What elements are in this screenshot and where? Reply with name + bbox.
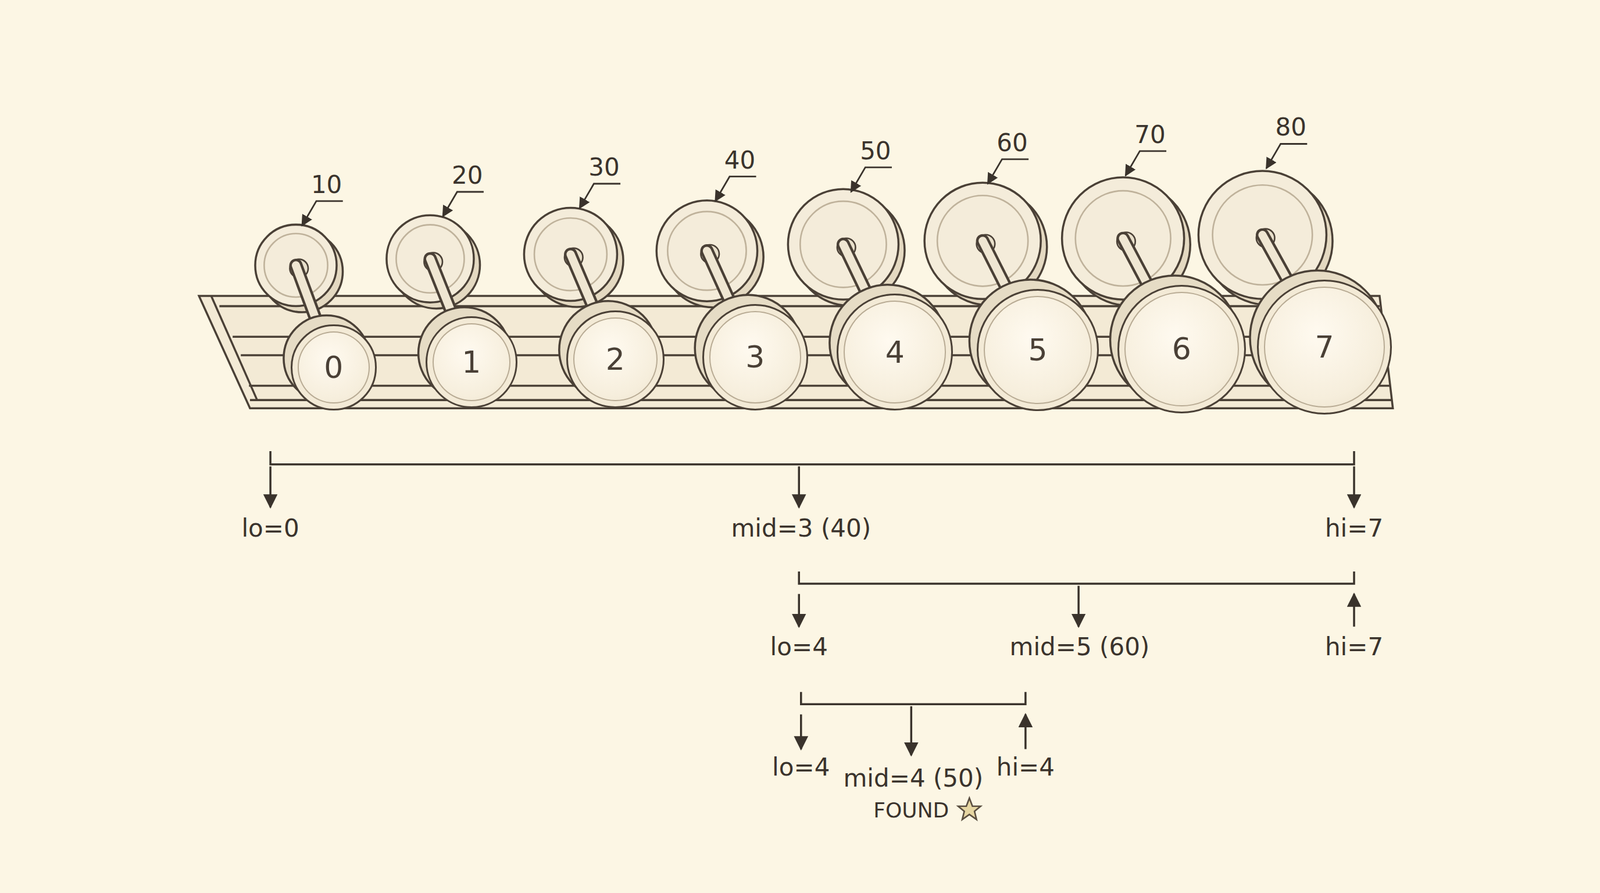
weight-label: 60 xyxy=(996,129,1028,157)
leader-arrow xyxy=(851,167,892,192)
index-number: 0 xyxy=(323,350,344,385)
leader-arrow xyxy=(579,183,621,209)
index-number: 7 xyxy=(1315,329,1335,365)
search-pointer-label: mid=4 (50) xyxy=(843,765,984,792)
search-pointer-label: lo=0 xyxy=(241,515,299,542)
found-star xyxy=(958,798,981,820)
search-brackets xyxy=(270,451,1355,756)
leader-arrow xyxy=(443,191,484,217)
weight-label: 10 xyxy=(311,171,342,199)
search-pointer-label: mid=3 (40) xyxy=(730,515,871,542)
dumbbell-plate: 1 xyxy=(425,316,518,409)
index-number: 3 xyxy=(745,339,765,375)
search-pointer-label: hi=7 xyxy=(1325,633,1384,661)
index-number: 4 xyxy=(885,334,905,370)
dumbbell-plate: 3 xyxy=(702,304,809,411)
leader-arrow xyxy=(715,176,756,202)
weight-label: 40 xyxy=(724,146,756,174)
index-number: 5 xyxy=(1027,332,1048,368)
search-pointer-label: hi=7 xyxy=(1325,515,1384,542)
weight-label: 70 xyxy=(1134,121,1166,149)
search-pointer-label: mid=5 (60) xyxy=(1009,633,1150,661)
leader-arrow xyxy=(1266,144,1307,169)
dumbbell-plate: 7 xyxy=(1256,279,1392,415)
weight-label: 30 xyxy=(588,154,620,181)
leader-arrow xyxy=(302,201,344,226)
dumbbell-plate: 2 xyxy=(566,310,664,409)
index-number: 1 xyxy=(461,344,481,380)
weight-label: 80 xyxy=(1275,113,1306,141)
dumbbell-plate: 4 xyxy=(836,293,953,410)
index-number: 6 xyxy=(1172,331,1192,367)
index-number: 2 xyxy=(605,341,625,377)
search-pointer-label: hi=4 xyxy=(996,754,1055,781)
search-pointer-label: FOUND xyxy=(873,798,949,823)
leader-arrow xyxy=(1125,151,1167,176)
dumbbell-plate: 0 xyxy=(290,324,377,410)
dumbbell-plate: 5 xyxy=(976,288,1100,412)
search-pointer-label: lo=4 xyxy=(772,754,830,781)
weight-label: 20 xyxy=(451,162,483,189)
search-pointer-label: lo=4 xyxy=(770,633,828,661)
leader-arrow xyxy=(987,159,1029,184)
dumbbell-plate: 6 xyxy=(1117,284,1246,414)
weight-label: 50 xyxy=(859,137,891,165)
